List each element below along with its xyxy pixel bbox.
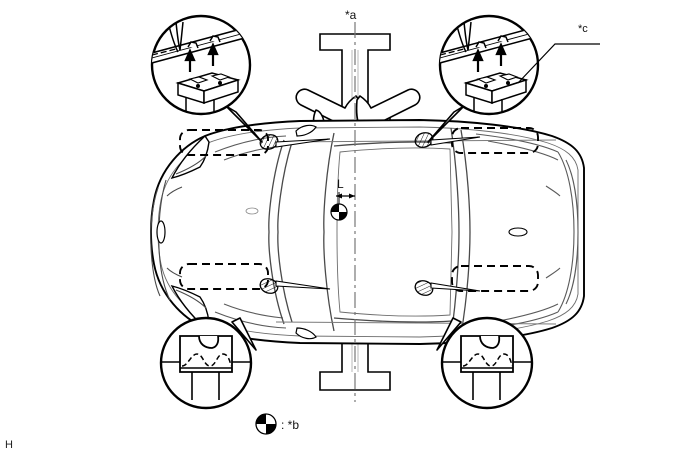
cog-dimension: L — [330, 177, 355, 221]
lift-block-label: *c — [578, 23, 588, 35]
callout-pointer — [225, 105, 263, 143]
lift-block — [463, 72, 529, 114]
rear-emblem — [508, 227, 528, 237]
lift-point-front-left — [259, 134, 331, 150]
callout-rear-left — [159, 316, 257, 410]
legend: : *b — [255, 413, 299, 435]
centerline-label: *a — [345, 8, 357, 22]
callout-contents — [152, 21, 250, 114]
hood-detail — [245, 207, 259, 215]
roof-panel — [336, 147, 453, 317]
dimension-l-label: L — [337, 177, 344, 191]
callout-rear-right — [436, 316, 534, 410]
lift-point-rear-right — [414, 280, 481, 296]
lift-contact-points — [259, 132, 481, 296]
lift-block-leader — [517, 43, 600, 84]
vehicle-top-view — [150, 119, 585, 345]
center-of-gravity-symbol — [330, 203, 348, 221]
callout-pointer — [427, 105, 465, 143]
callout-front-left — [150, 14, 263, 143]
callout-contents — [161, 335, 251, 400]
callout-front-right: *c — [427, 14, 600, 143]
page-corner-mark: H — [5, 439, 13, 451]
legend-cog-symbol — [255, 413, 277, 435]
mirror-left — [295, 124, 317, 137]
callout-contents — [442, 335, 532, 400]
callout-pointer — [436, 317, 462, 351]
cabin-glass — [268, 127, 471, 337]
lift-point-front-right — [414, 132, 481, 148]
mirror-right — [295, 327, 317, 340]
lift-point-rear-left — [259, 278, 331, 294]
lift-block — [175, 72, 241, 114]
wheel-rear-right — [451, 265, 539, 292]
callout-pointer — [231, 317, 257, 351]
callout-contents — [440, 21, 538, 114]
legend-text: : *b — [281, 418, 299, 432]
